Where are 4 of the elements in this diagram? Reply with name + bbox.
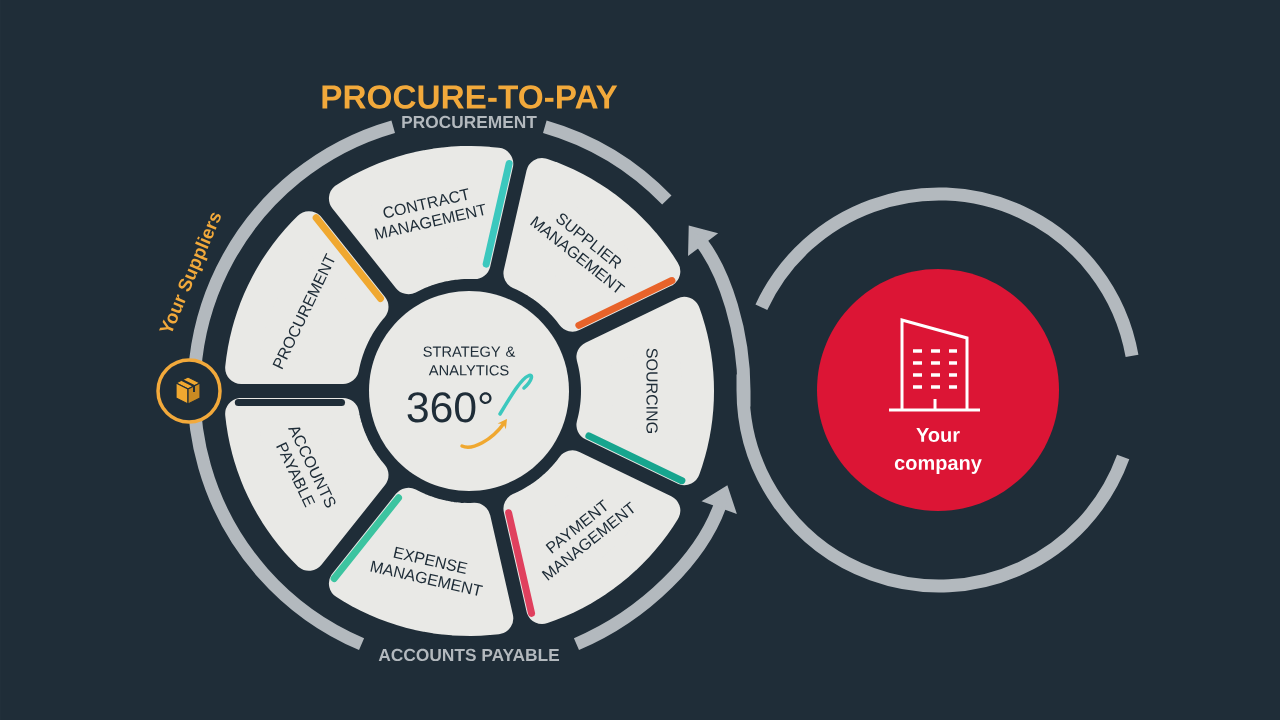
ring-label: PROCUREMENT (402, 115, 537, 129)
ring-label: ACCOUNTS PAYABLE (378, 648, 560, 662)
title: PROCURE-TO-PAY (322, 85, 618, 109)
wheel-segment: SOURCING (576, 296, 714, 486)
